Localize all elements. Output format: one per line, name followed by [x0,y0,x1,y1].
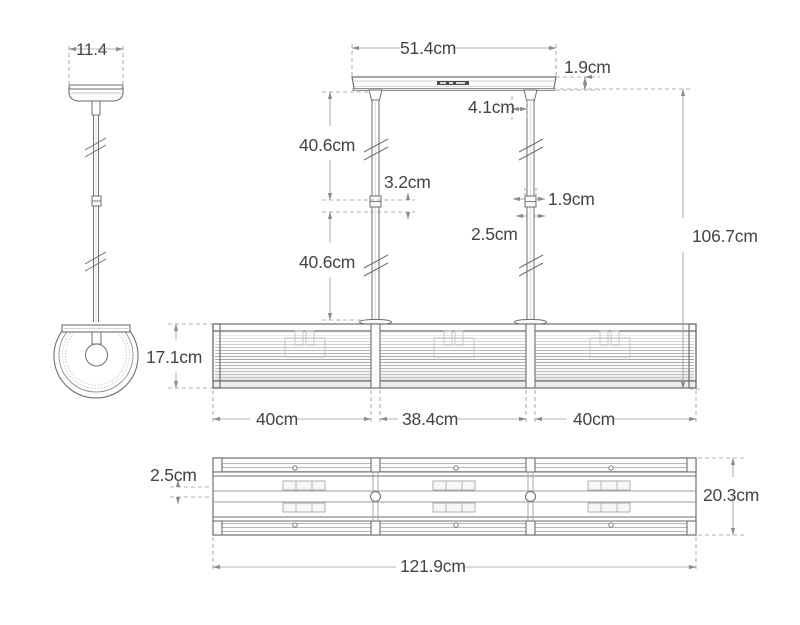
front-elevation-view [212,76,697,389]
side-elevation-view [53,84,139,399]
front-coupler-right [524,195,537,208]
dim-rod-diameter: 2.5cm [471,224,518,244]
plan-bulb-plate [587,480,631,513]
dim-segment-right: 40cm [573,409,615,429]
front-shade-body [212,323,697,389]
dim-coupler-width: 1.9cm [548,189,595,209]
dim-coupler-gap: 3.2cm [384,172,431,192]
dim-stem-lower: 40.6cm [299,252,356,272]
side-canopy [68,84,124,102]
screw-dot [292,465,614,528]
plan-bulb-plate [432,480,476,513]
dim-total-drop: 106.7cm [692,226,758,246]
dim-segment-left: 40cm [256,409,298,429]
bulb-socket [589,330,631,358]
bulb-socket [284,330,326,358]
side-stem [84,100,107,322]
bulb-socket [433,330,475,358]
dim-shade-height: 17.1cm [146,347,203,367]
dim-segment-center: 38.4cm [402,409,459,429]
front-stem-right [513,89,548,328]
plan-bulb-plate [282,480,326,513]
dim-stem-upper: 40.6cm [299,135,356,155]
dim-canopy-width: 51.4cm [400,38,457,58]
break-symbol [84,251,107,272]
dim-plan-depth: 20.3cm [703,485,760,505]
dim-overall-length: 121.9cm [400,556,466,576]
top-plan-view [212,457,697,536]
dim-canopy-thickness: 1.9cm [564,57,611,77]
side-coupler [91,195,102,207]
front-stem-left [358,89,393,328]
dim-stem-offset: 4.1cm [468,97,515,117]
front-canopy [351,76,557,91]
dim-canopy-depth: 11.4 [76,40,108,59]
dimension-lines [68,44,745,572]
front-coupler-left [369,195,382,208]
dim-plan-rail: 2.5cm [150,465,197,485]
break-symbol [84,137,107,158]
side-shade-section [53,324,139,399]
